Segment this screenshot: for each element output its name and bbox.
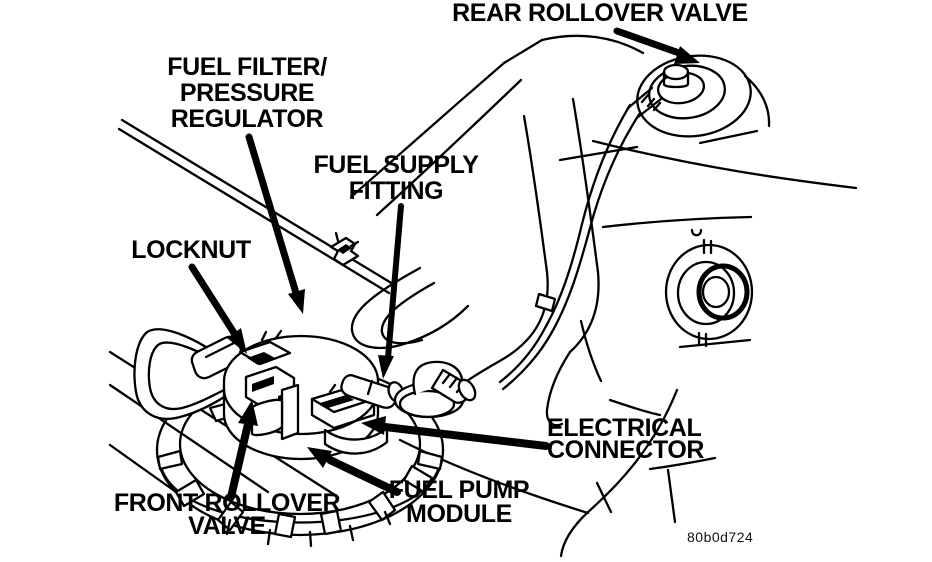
- label-fuel-supply-fitting: FUEL SUPPLY FITTING: [313, 151, 479, 205]
- electrical-connector-arrow: [361, 416, 550, 450]
- fuel-supply-fitting-arrow: [378, 203, 404, 379]
- front-rollover-valve-part: [238, 329, 300, 441]
- rear-rollover-valve-arrow: [613, 27, 700, 64]
- elbow-fitting-part: [393, 360, 477, 419]
- label-fuel-filter-pressure-regulator: FUEL FILTER/ PRESSURE REGULATOR: [167, 53, 327, 133]
- label-electrical-connector: ELECTRICAL CONNECTOR: [547, 414, 705, 464]
- label-locknut: LOCKNUT: [131, 236, 251, 264]
- vent-tube: [498, 103, 642, 391]
- leader-arrows: [188, 27, 700, 501]
- filler-opening: [664, 228, 754, 348]
- locknut-arrow: [188, 263, 247, 354]
- label-front-rollover-valve: FRONT ROLLOVER VALVE: [113, 489, 341, 540]
- label-fuel-pump-module: FUEL PUMP MODULE: [388, 476, 530, 528]
- front-rollover-valve-arrow: [227, 400, 258, 501]
- fuel-tank-outline: [108, 34, 858, 558]
- label-rear-rollover-valve: REAR ROLLOVER VALVE: [452, 0, 748, 27]
- figure-code: 80b0d724: [687, 529, 754, 545]
- fuel-filter-arrow: [245, 133, 305, 314]
- fuel-pump-module-arrow: [307, 447, 401, 496]
